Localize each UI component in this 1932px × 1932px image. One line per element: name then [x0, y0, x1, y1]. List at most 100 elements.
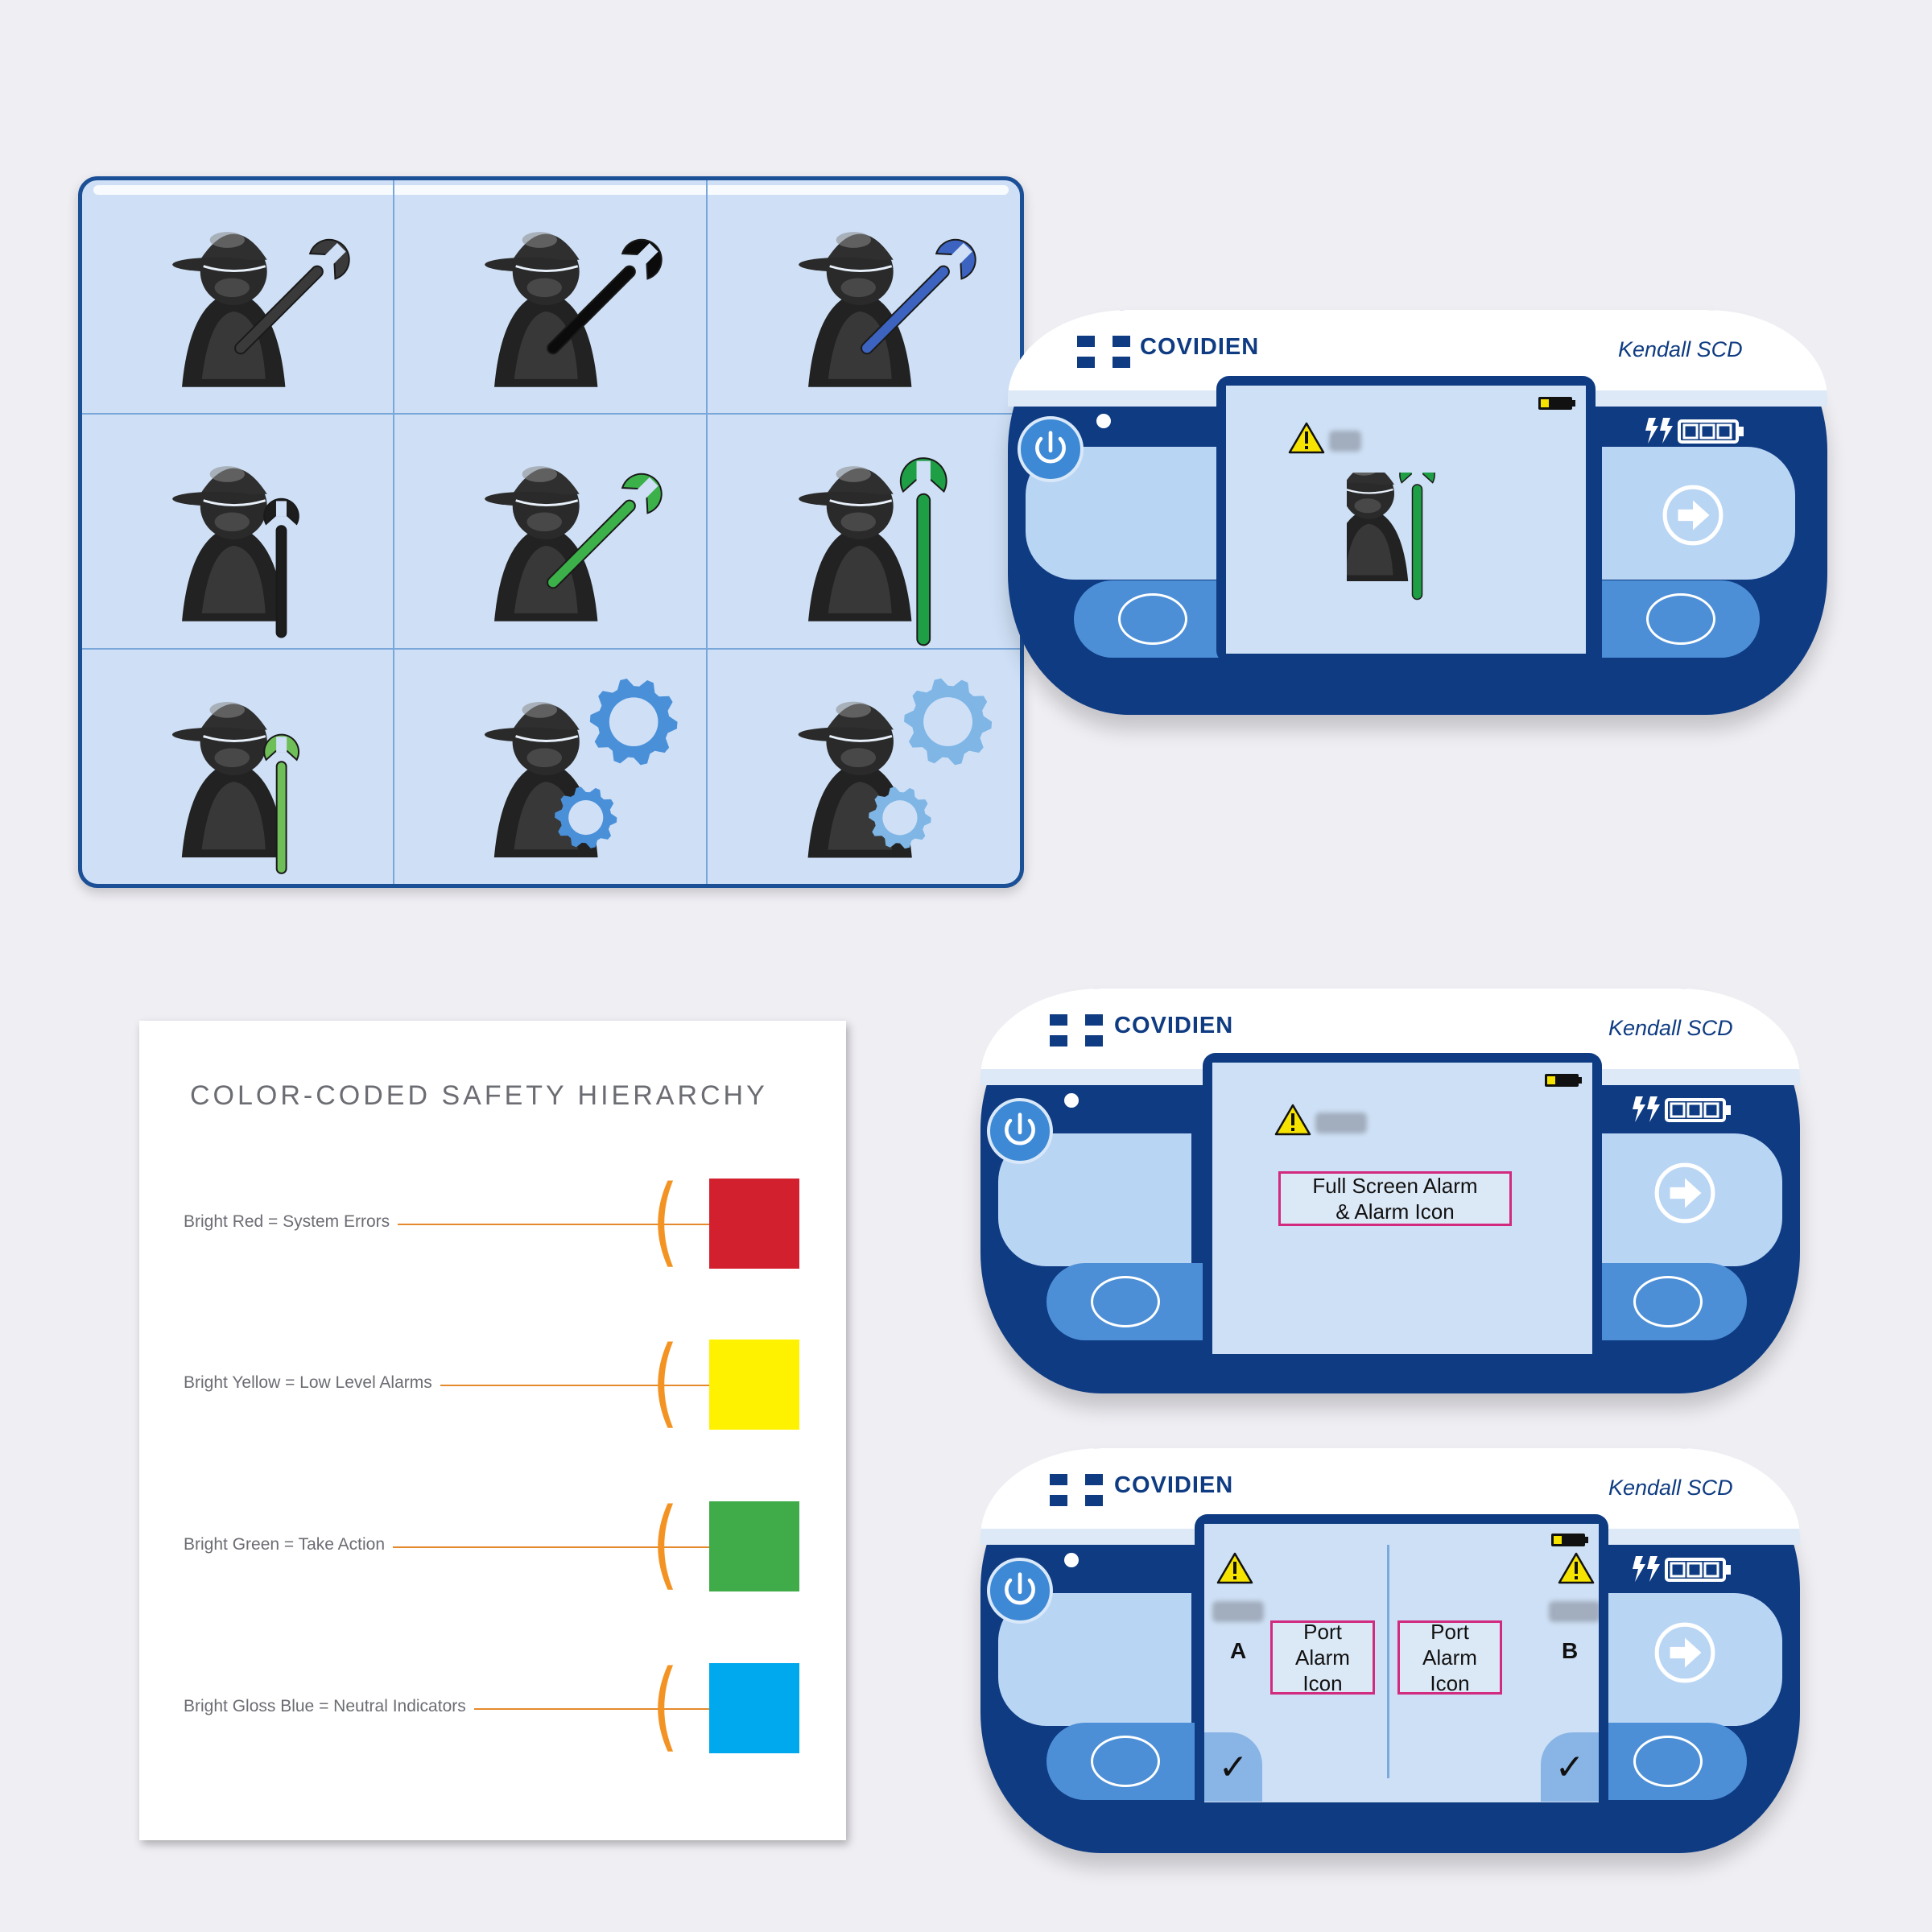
device-3: COVIDIEN Kendall SCD A Port Alarm Icon ✓…	[980, 1448, 1800, 1853]
charging-battery-icon	[1644, 415, 1748, 447]
oval-button-icon	[1118, 593, 1187, 645]
right-soft-key[interactable]	[1602, 580, 1760, 658]
alarm-text: Icon	[1430, 1671, 1470, 1695]
bracket-icon: (	[652, 1488, 679, 1600]
charging-battery-icon	[1631, 1093, 1736, 1125]
leader-line	[188, 1708, 788, 1710]
safety-title: COLOR-CODED SAFETY HIERARCHY	[190, 1080, 768, 1111]
power-button[interactable]	[1018, 416, 1084, 482]
covidien-logo-icon	[1050, 1474, 1103, 1506]
grid-cell	[707, 180, 1020, 415]
alarm-text: Alarm	[1422, 1645, 1477, 1670]
port-a-label: A	[1230, 1638, 1247, 1663]
left-soft-key[interactable]	[1074, 580, 1232, 658]
port-divider	[1387, 1545, 1389, 1778]
left-soft-key[interactable]	[1046, 1723, 1204, 1800]
arrow-right-icon	[1662, 485, 1724, 546]
screen-frame: Full Screen Alarm & Alarm Icon	[1203, 1053, 1602, 1364]
brand-name: COVIDIEN	[1114, 1472, 1234, 1498]
covidien-logo-icon	[1050, 1014, 1103, 1046]
technician-light-green-wrench-icon	[171, 701, 299, 874]
power-icon	[1035, 431, 1066, 464]
status-led	[1096, 414, 1111, 428]
device-screen: A Port Alarm Icon ✓ B Port Alarm Icon ✓	[1204, 1524, 1599, 1802]
warning-icon	[1274, 1103, 1312, 1137]
bracket-icon: (	[652, 1166, 679, 1278]
bracket-icon: (	[652, 1650, 679, 1762]
red-swatch	[709, 1179, 799, 1269]
leader-line	[188, 1546, 788, 1548]
technician-blue-wrench-icon	[798, 232, 976, 387]
right-soft-key[interactable]	[1589, 1723, 1747, 1800]
port-b-confirm-button[interactable]: ✓	[1541, 1732, 1599, 1802]
blurred-error-code	[1549, 1601, 1599, 1622]
screen-frame	[1216, 376, 1596, 663]
grid-cell	[708, 650, 1020, 884]
alarm-text: Full Screen Alarm	[1312, 1174, 1478, 1198]
brand-name: COVIDIEN	[1140, 334, 1260, 360]
grid-cell	[82, 649, 395, 884]
device-screen	[1226, 386, 1586, 654]
technician-green-wrench-icon	[485, 466, 663, 622]
blurred-error-code	[1329, 431, 1361, 452]
green-swatch	[709, 1501, 799, 1591]
power-button[interactable]	[987, 1558, 1053, 1624]
technician-green-wrench-icon	[1347, 473, 1435, 601]
oval-button-icon	[1091, 1276, 1160, 1327]
grid-cell	[394, 649, 708, 884]
technician-black-wrench-icon	[485, 232, 663, 387]
battery-icon	[1550, 1532, 1589, 1548]
battery-icon	[1544, 1072, 1583, 1088]
blue-swatch	[709, 1663, 799, 1753]
legend-label: Bright Gloss Blue = Neutral Indicators	[184, 1697, 474, 1716]
next-arrow-button[interactable]	[1660, 482, 1726, 548]
warning-icon	[1216, 1551, 1254, 1585]
check-icon: ✓	[1554, 1747, 1585, 1787]
brand-name: COVIDIEN	[1114, 1013, 1234, 1038]
alarm-text: Icon	[1302, 1671, 1343, 1695]
legend-row-blue: Bright Gloss Blue = Neutral Indicators (	[139, 1658, 846, 1755]
arrow-right-icon	[1654, 1622, 1715, 1683]
port-b-label: B	[1562, 1638, 1579, 1663]
arrow-right-icon	[1654, 1162, 1715, 1224]
grid-cell	[707, 415, 1020, 650]
battery-icon	[1538, 395, 1576, 411]
full-screen-alarm-box: Full Screen Alarm & Alarm Icon	[1278, 1171, 1512, 1226]
legend-row-green: Bright Green = Take Action (	[139, 1496, 846, 1593]
alarm-text: & Alarm Icon	[1335, 1199, 1455, 1224]
alarm-text: Port	[1430, 1620, 1469, 1644]
check-icon: ✓	[1218, 1747, 1249, 1787]
device-1: COVIDIEN Kendall SCD	[1008, 310, 1827, 715]
grid-cell	[394, 415, 708, 650]
technician-icon-grid	[78, 176, 1024, 888]
oval-button-icon	[1091, 1736, 1160, 1787]
technician-upright-black-wrench-icon	[172, 466, 299, 638]
oval-button-icon	[1646, 593, 1715, 645]
power-button[interactable]	[987, 1098, 1053, 1164]
power-icon	[1005, 1572, 1035, 1605]
status-led	[1064, 1553, 1079, 1567]
grid-cell	[394, 180, 708, 415]
left-soft-key[interactable]	[1046, 1263, 1204, 1340]
leader-line	[188, 1224, 788, 1225]
legend-label: Bright Yellow = Low Level Alarms	[184, 1373, 440, 1393]
warning-icon	[1557, 1551, 1596, 1585]
legend-label: Bright Green = Take Action	[184, 1535, 394, 1554]
safety-hierarchy-card: COLOR-CODED SAFETY HIERARCHY Bright Red …	[139, 1021, 846, 1840]
next-arrow-button[interactable]	[1652, 1160, 1718, 1226]
next-arrow-button[interactable]	[1652, 1620, 1718, 1686]
blurred-error-code	[1212, 1601, 1264, 1622]
device-2: COVIDIEN Kendall SCD Full Screen Alarm &…	[980, 989, 1800, 1393]
leader-line	[188, 1385, 788, 1386]
oval-button-icon	[1633, 1736, 1703, 1787]
oval-button-icon	[1633, 1276, 1703, 1327]
technician-light-blue-gears-icon	[798, 678, 992, 858]
port-a-alarm-box: Port Alarm Icon	[1270, 1620, 1375, 1695]
covidien-logo-icon	[1077, 336, 1130, 368]
legend-row-yellow: Bright Yellow = Low Level Alarms (	[139, 1335, 846, 1431]
port-a-confirm-button[interactable]: ✓	[1204, 1732, 1262, 1802]
right-soft-key[interactable]	[1589, 1263, 1747, 1340]
model-name: Kendall SCD	[1618, 337, 1743, 361]
power-icon	[1005, 1113, 1035, 1146]
model-name: Kendall SCD	[1608, 1016, 1733, 1040]
